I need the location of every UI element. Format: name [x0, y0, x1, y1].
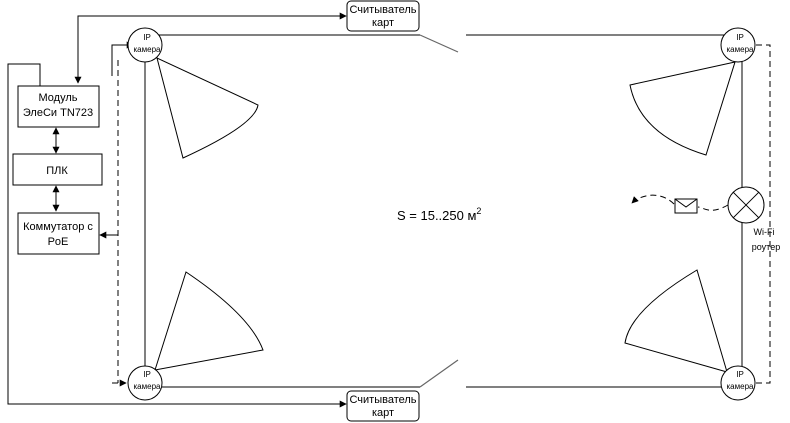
router-label-line1: Wi-Fi [754, 227, 775, 237]
camera-bottom-right-line1: IP [736, 370, 744, 379]
switch-label-line2: PoE [48, 236, 69, 248]
area-label: S = 15..250 м2 [397, 206, 481, 223]
card-reader-top-line2: карт [372, 17, 394, 29]
module-label-line2: ЭлеСи TN723 [23, 107, 93, 119]
camera-top-left[interactable]: IP камера [127, 27, 163, 63]
connection-lines [7, 12, 347, 408]
fov-top-left [156, 57, 259, 159]
plc-block[interactable]: ПЛК [12, 153, 103, 186]
camera-bottom-left[interactable]: IP камера [127, 365, 163, 401]
camera-bottom-left-line1: IP [143, 370, 151, 379]
wireless-signal [631, 194, 729, 214]
fov-top-right [629, 61, 736, 156]
card-reader-bottom-line2: карт [372, 407, 394, 419]
camera-top-right[interactable]: IP камера [720, 27, 756, 63]
camera-bottom-right[interactable]: IP камера [720, 365, 756, 401]
card-reader-bottom-line1: Считыватель [349, 394, 416, 406]
module-label-line1: Модуль [39, 92, 78, 104]
camera-top-right-line2: камера [727, 45, 755, 54]
camera-top-right-line1: IP [736, 33, 744, 42]
room-walls [144, 34, 743, 388]
camera-bottom-left-line2: камера [134, 382, 162, 391]
switch-label-line1: Коммутатор с [23, 221, 93, 233]
camera-bottom-right-line2: камера [727, 382, 755, 391]
camera-top-left-line1: IP [143, 33, 151, 42]
card-reader-bottom[interactable]: Считыватель карт [346, 390, 420, 422]
switch-block[interactable]: Коммутатор с PoE [17, 212, 100, 255]
module-block[interactable]: Модуль ЭлеСи TN723 [17, 85, 100, 128]
camera-fields-of-view [154, 57, 736, 373]
camera-top-left-line2: камера [134, 45, 162, 54]
dashed-lines [112, 44, 771, 387]
fov-bottom-left [154, 271, 264, 371]
card-reader-top-line1: Считыватель [349, 4, 416, 16]
fov-bottom-right [624, 269, 728, 373]
envelope-icon [674, 198, 698, 214]
plc-label: ПЛК [46, 165, 68, 177]
router-label-line2: роутер [752, 242, 780, 252]
wifi-router[interactable]: Wi-Fi роутер [727, 186, 780, 252]
card-reader-top[interactable]: Считыватель карт [346, 0, 420, 32]
